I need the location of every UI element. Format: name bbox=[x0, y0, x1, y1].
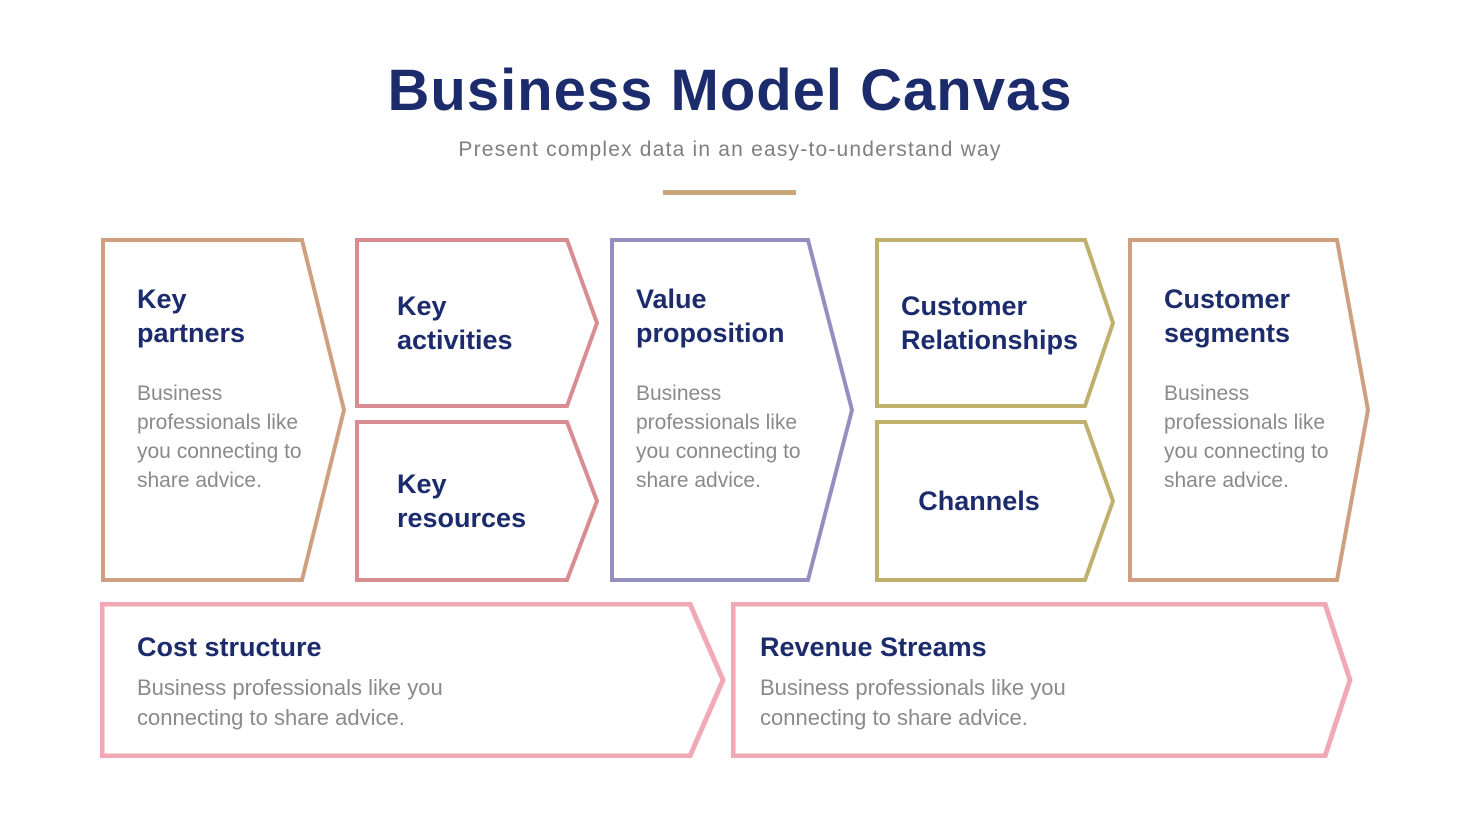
block-title: Customer segments bbox=[1164, 284, 1291, 349]
block-revenue-streams: Revenue Streams Business professionals l… bbox=[731, 602, 1354, 758]
chevron-arrow-shape bbox=[610, 238, 855, 582]
block-value-proposition: Value proposition Business professionals… bbox=[610, 238, 856, 582]
chevron-arrow-shape bbox=[355, 238, 600, 408]
block-title: Value proposition bbox=[636, 284, 785, 349]
block-title: Key partners bbox=[137, 284, 246, 349]
block-title: Key resources bbox=[397, 468, 527, 533]
block-customer-relationships: Customer Relationships bbox=[875, 238, 1117, 408]
block-description: Business professionals like you connecti… bbox=[636, 382, 801, 492]
chevron-arrow-shape bbox=[355, 420, 600, 582]
chevron-arrow-shape bbox=[731, 602, 1353, 758]
block-key-activities: Key activities bbox=[355, 238, 601, 408]
chevron-arrow-shape bbox=[100, 602, 726, 758]
block-description: Business professionals like you connecti… bbox=[137, 382, 302, 492]
block-title: Channels bbox=[918, 485, 1040, 516]
title-underline-bar bbox=[663, 190, 796, 195]
block-description: Business professionals like you connecti… bbox=[1164, 382, 1329, 492]
chevron-arrow-shape bbox=[875, 238, 1116, 408]
chevron-arrow-shape bbox=[875, 420, 1116, 582]
page-title: Business Model Canvas bbox=[387, 58, 1073, 123]
block-channels: Channels bbox=[875, 420, 1117, 582]
block-key-resources: Key resources bbox=[355, 420, 601, 582]
page-subtitle: Present complex data in an easy-to-under… bbox=[458, 137, 1002, 161]
block-description: Business professionals like you connecti… bbox=[137, 675, 443, 730]
chevron-arrow-shape bbox=[1128, 238, 1371, 582]
block-customer-segments: Customer segments Business professionals… bbox=[1128, 238, 1372, 582]
block-cost-structure: Cost structure Business professionals li… bbox=[100, 602, 727, 758]
chevron-arrow-shape bbox=[101, 238, 347, 582]
block-key-partners: Key partners Business professionals like… bbox=[101, 238, 347, 582]
block-title: Cost structure bbox=[137, 632, 322, 662]
block-title: Customer Relationships bbox=[901, 290, 1079, 355]
header: Business Model Canvas Present complex da… bbox=[0, 0, 1460, 162]
block-description: Business professionals like you connecti… bbox=[760, 675, 1066, 730]
block-title: Key activities bbox=[397, 290, 513, 355]
block-title: Revenue Streams bbox=[760, 632, 987, 662]
